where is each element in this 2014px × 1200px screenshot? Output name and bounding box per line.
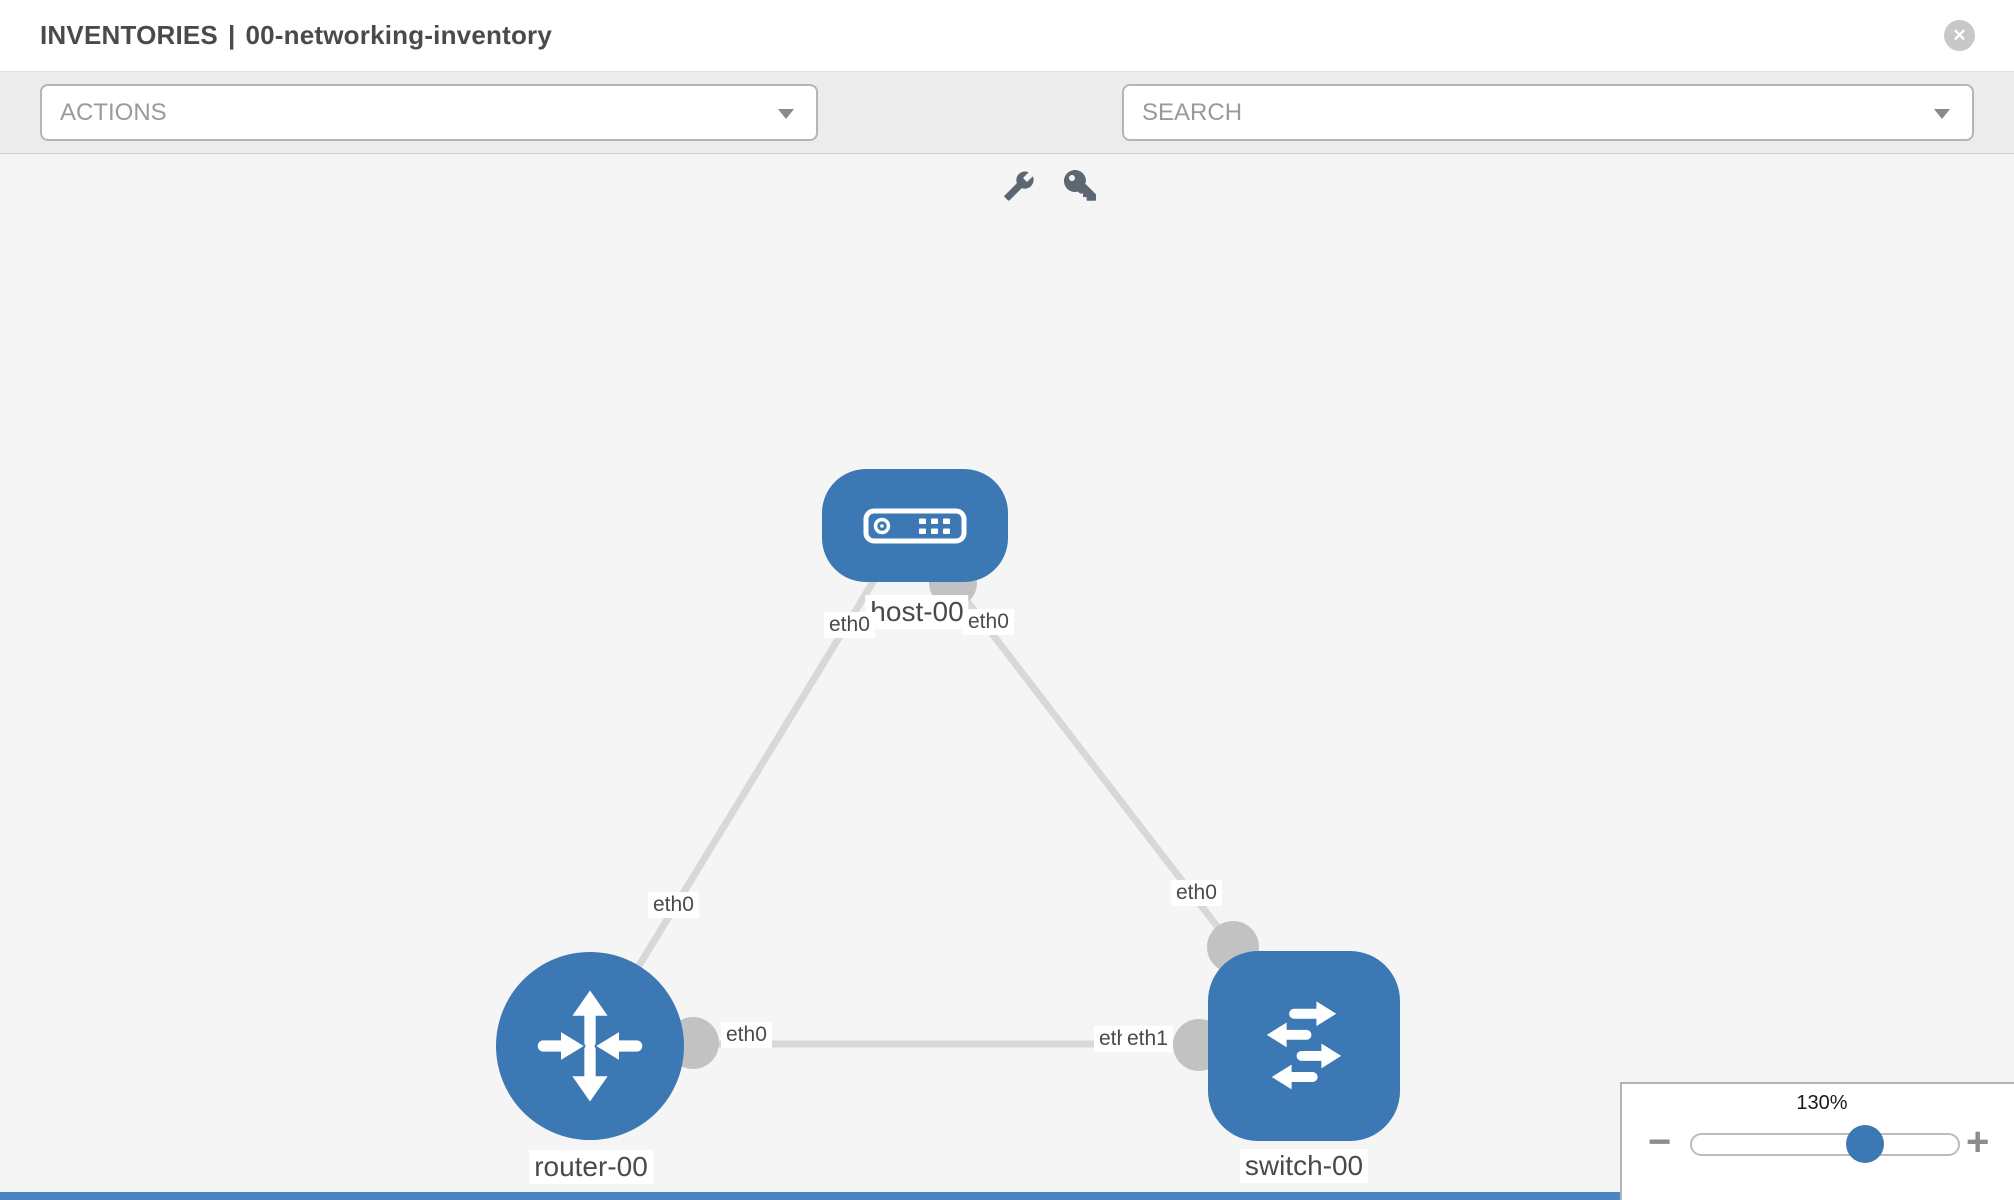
search-dropdown[interactable]: SEARCH [1122, 84, 1974, 141]
node-label-switch: switch-00 [1239, 1149, 1369, 1184]
iface-label-host-left: eth0 [824, 612, 875, 639]
zoom-slider-thumb[interactable] [1846, 1125, 1884, 1163]
toolbar: ACTIONS SEARCH [0, 72, 2014, 201]
header: INVENTORIES | 00-networking-inventory ✕ [0, 0, 2014, 72]
search-dropdown-label: SEARCH [1142, 98, 1243, 126]
actions-dropdown[interactable]: ACTIONS [40, 84, 818, 141]
iface-label-switch-top-left: eth0 [1171, 880, 1222, 907]
page-title-separator: | [227, 20, 236, 50]
actions-dropdown-label: ACTIONS [60, 98, 167, 126]
iface-label-host-right: eth0 [963, 609, 1014, 636]
topology-canvas[interactable]: host-00 router-00 switch-00 eth0 eth0 et… [0, 154, 2014, 1200]
link-layer [587, 559, 1259, 1071]
key-icon[interactable] [1064, 170, 1096, 202]
node-router-00[interactable] [496, 952, 684, 1140]
node-label-host: host-00 [865, 595, 969, 630]
node-label-router: router-00 [529, 1150, 653, 1185]
zoom-out-button[interactable]: − [1648, 1120, 1672, 1164]
chevron-down-icon [778, 108, 794, 119]
zoom-level-value: 130% [1796, 1092, 1848, 1114]
iface-label-router-top: eth0 [648, 892, 699, 919]
zoom-panel: 130% − + [1620, 1082, 2014, 1200]
page-title-section: INVENTORIES [40, 20, 218, 50]
page-title: INVENTORIES | 00-networking-inventory [40, 0, 562, 71]
wrench-icon[interactable] [1003, 170, 1035, 202]
iface-label-router-right: eth0 [721, 1022, 772, 1049]
host-icon [863, 508, 967, 543]
router-icon [537, 990, 643, 1102]
switch-icon [1266, 1001, 1342, 1090]
chevron-down-icon [1934, 108, 1950, 119]
zoom-slider-track[interactable] [1690, 1133, 1960, 1156]
iface-label-switch-front: eth1 [1122, 1026, 1173, 1053]
bottom-key-bar[interactable] [0, 1192, 1620, 1200]
close-icon[interactable]: ✕ [1944, 20, 1975, 51]
node-switch-00[interactable] [1208, 951, 1400, 1141]
page-title-item: 00-networking-inventory [245, 20, 553, 50]
zoom-in-button[interactable]: + [1966, 1120, 1990, 1164]
node-host-00[interactable] [822, 469, 1008, 582]
